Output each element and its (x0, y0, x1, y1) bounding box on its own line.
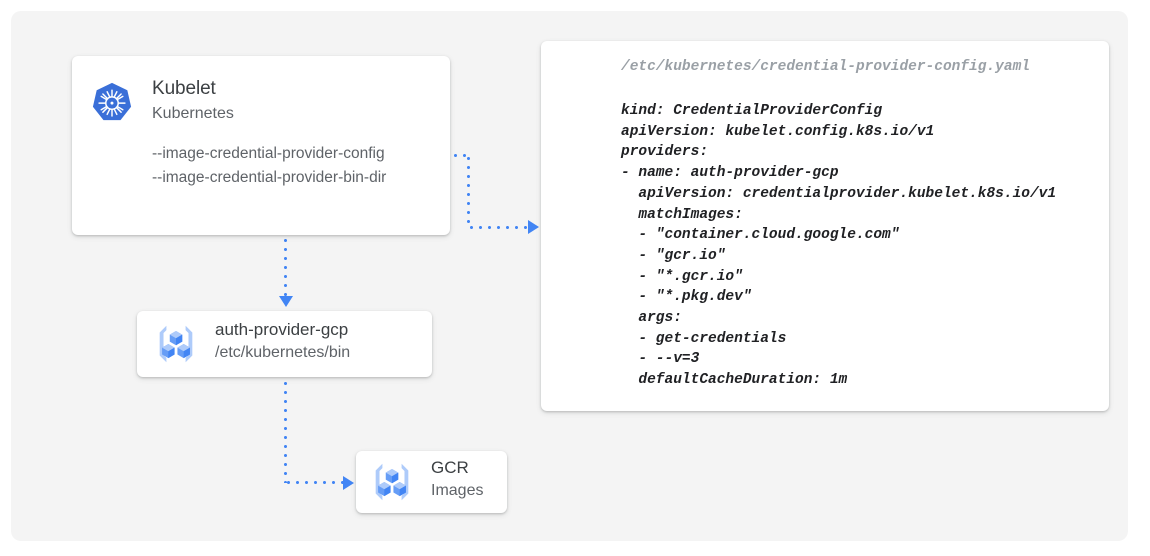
config-yaml-content: kind: CredentialProviderConfig apiVersio… (621, 103, 1057, 389)
credential-provider-config-panel[interactable]: /etc/kubernetes/credential-provider-conf… (541, 41, 1109, 411)
container-registry-icon (159, 325, 193, 363)
gcr-card-title: GCR (431, 458, 469, 477)
kubernetes-logo-icon (92, 82, 132, 121)
gcr-card[interactable]: GCR Images (356, 451, 507, 513)
auth-provider-card-subtitle: /etc/kubernetes/bin (215, 344, 351, 361)
kubelet-card-title: Kubelet (152, 78, 216, 99)
config-file-path: /etc/kubernetes/credential-provider-conf… (621, 59, 1030, 75)
kubelet-flag-image-credential-provider-bin-dir: --image-credential-provider-bin-dir (152, 169, 387, 186)
container-registry-icon (375, 463, 409, 501)
auth-provider-gcp-card[interactable]: auth-provider-gcp /etc/kubernetes/bin (137, 311, 432, 377)
kubelet-flag-image-credential-provider-config: --image-credential-provider-config (152, 145, 385, 162)
gcr-card-subtitle: Images (431, 482, 484, 499)
kubelet-card-subtitle: Kubernetes (152, 105, 234, 122)
kubelet-card[interactable]: Kubelet Kubernetes --image-credential-pr… (72, 56, 450, 235)
auth-provider-card-title: auth-provider-gcp (215, 320, 349, 339)
